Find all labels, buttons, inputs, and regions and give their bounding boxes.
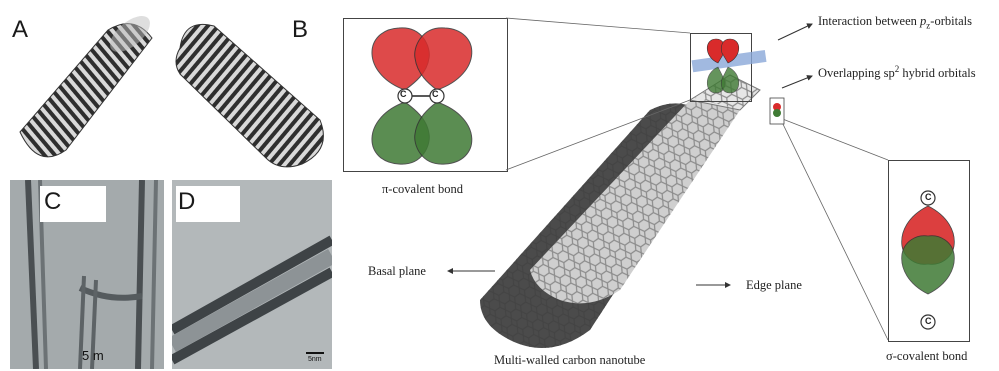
- basal-plane-label: Basal plane: [368, 264, 426, 279]
- sigma-bond-label: σ-covalent bond: [886, 349, 967, 364]
- sp2-overlap-label: Overlapping sp2 hybrid orbitals: [818, 64, 976, 81]
- edge-plane-label: Edge plane: [746, 278, 802, 293]
- sigma-carbon-atom-bottom: C: [925, 316, 932, 326]
- sigma-carbon-atom-top: C: [925, 192, 932, 202]
- sp2-label-prefix: Overlapping sp: [818, 66, 895, 80]
- pz-label-prefix: Interaction between: [818, 14, 920, 28]
- pz-label-suffix: -orbitals: [930, 14, 972, 28]
- pz-interaction-label: Interaction between pz-orbitals: [818, 14, 972, 31]
- mwcnt-label: Multi-walled carbon nanotube: [494, 353, 645, 368]
- sigma-bond-orbitals: [888, 160, 968, 340]
- sp2-label-suffix: hybrid orbitals: [899, 66, 975, 80]
